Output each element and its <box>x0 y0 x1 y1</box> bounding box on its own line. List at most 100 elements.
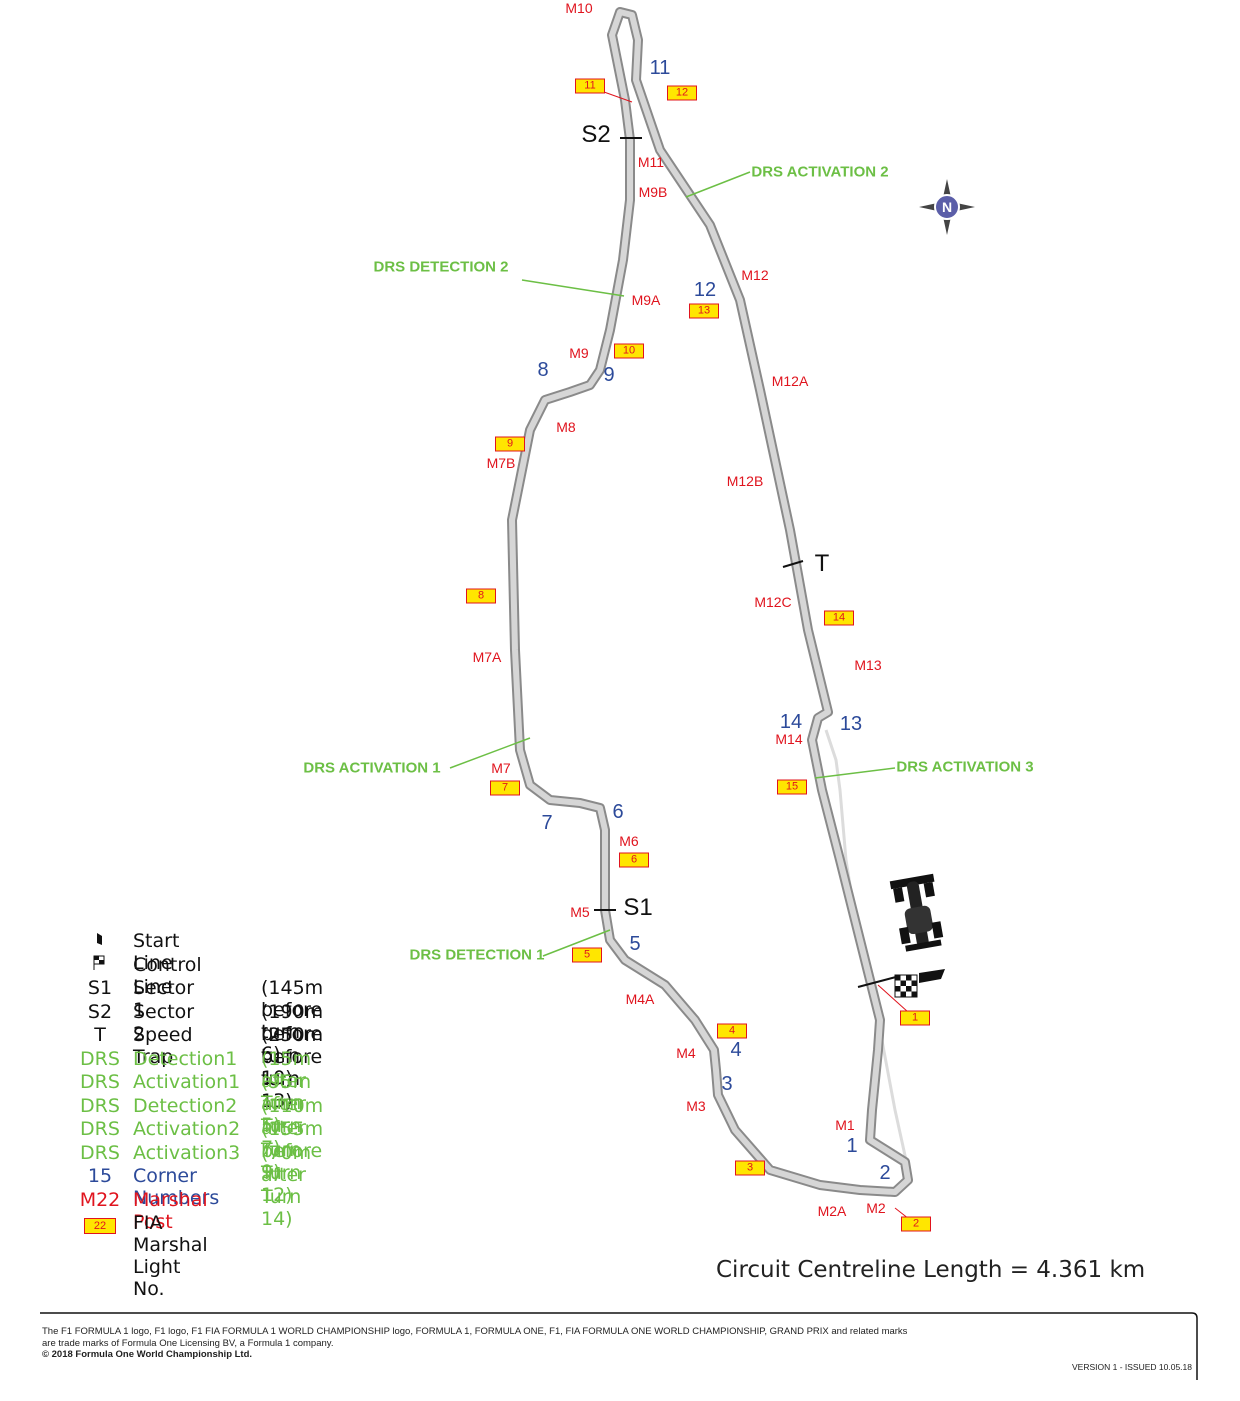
legend-name: Corner Numbers <box>133 1165 220 1209</box>
marshal-light-14: 14 <box>824 610 854 626</box>
marshal-post-m11: M11 <box>637 154 665 170</box>
legend-name: Activation3 <box>133 1141 241 1164</box>
legend-symbol: 15 <box>87 1165 113 1187</box>
drs-label-drs-activation-2: DRS ACTIVATION 2 <box>751 163 889 181</box>
marshal-light-3: 3 <box>735 1160 765 1176</box>
marshal-light-4: 4 <box>717 1023 747 1039</box>
corner-6: 6 <box>612 801 624 823</box>
marshal-post-m13: M13 <box>854 657 882 673</box>
legend-note: (70m after Turn 14) <box>261 1141 312 1230</box>
legend-name: Activation1 <box>133 1071 241 1093</box>
legend-note: (110m after Turn 9) <box>261 1094 324 1183</box>
marshal-post-m12b: M12B <box>726 473 764 489</box>
legend-note: (95m after Turn 7) <box>261 1071 312 1159</box>
marshal-post-m1: M1 <box>835 1117 855 1133</box>
legend-note: (190m before turn 10) <box>261 1000 324 1089</box>
marshal-post-m7b: M7B <box>486 455 516 471</box>
version-label: VERSION 1 - ISSUED 10.05.18 <box>1072 1362 1192 1372</box>
start-line-icon <box>78 930 122 952</box>
corner-5: 5 <box>629 933 641 955</box>
legend-name: Marshal Post <box>133 1188 208 1233</box>
corner-9: 9 <box>603 364 615 386</box>
legend-name: Sector 2 <box>133 1000 195 1045</box>
corner-7: 7 <box>541 812 553 834</box>
marshal-post-m4a: M4A <box>625 991 655 1007</box>
footer-line-2: are trade marks of Formula One Licensing… <box>42 1337 334 1349</box>
marshal-post-m8: M8 <box>556 419 576 435</box>
marshal-post-m7a: M7A <box>472 649 502 665</box>
marshal-post-m14: M14 <box>775 731 803 747</box>
marshal-post-m6: M6 <box>619 833 639 849</box>
legend-name: Start Line <box>133 930 180 974</box>
marshal-light-10: 10 <box>614 343 644 359</box>
drs-activation-2-line <box>685 171 751 198</box>
marshal-light-12: 12 <box>667 85 697 101</box>
marshal-post-m4: M4 <box>676 1045 696 1061</box>
drs-activation-3-line <box>814 767 896 779</box>
drs-label-drs-detection-1: DRS DETECTION 1 <box>409 946 545 964</box>
north-label: N <box>942 199 952 215</box>
marshal-post-m5: M5 <box>570 904 590 920</box>
marshal-light-11: 11 <box>575 78 605 94</box>
marshal-light-6: 6 <box>619 852 649 868</box>
legend-note: (155m before Turn 12) <box>261 1118 324 1206</box>
legend-note: (15m after Turn 5) <box>261 1047 312 1136</box>
marshal-light-8: 8 <box>466 588 496 604</box>
north-compass-icon: N <box>919 179 975 235</box>
track-outline <box>507 7 913 1197</box>
sector-label-s2: S2 <box>581 121 611 148</box>
corner-11: 11 <box>649 57 671 79</box>
corner-8: 8 <box>537 359 549 381</box>
marshal-light-2: 2 <box>901 1216 931 1232</box>
speed-trap-marker <box>782 560 804 568</box>
marshal-light-5: 5 <box>572 947 602 963</box>
chequered-flag-icon <box>894 969 945 998</box>
marshal-post-m10: M10 <box>565 0 593 16</box>
drs-label-drs-activation-1: DRS ACTIVATION 1 <box>303 759 441 777</box>
marshal-post-m12: M12 <box>741 267 769 283</box>
drs-label-drs-activation-3: DRS ACTIVATION 3 <box>896 758 1034 776</box>
footer-line-1: The F1 FORMULA 1 logo, F1 logo, F1 FIA F… <box>42 1326 908 1337</box>
start-line-marker <box>857 976 897 988</box>
legend-note: (145m before turn 6) <box>261 977 324 1065</box>
legend-name: Detection2 <box>133 1094 238 1117</box>
marshal-post-m9a: M9A <box>631 292 661 308</box>
marshal-light-1: 1 <box>900 1010 930 1026</box>
marshal-light-7: 7 <box>490 780 520 796</box>
marshal-post-m2: M2 <box>866 1200 886 1216</box>
drs-detection-1-line <box>542 929 611 957</box>
sector-label-s1: S1 <box>623 894 653 921</box>
legend-symbol: DRS <box>80 1071 120 1093</box>
legend-note: (250m before turn 13) <box>261 1024 324 1112</box>
legend-symbol: T <box>94 1024 106 1046</box>
legend-name: Sector 1 <box>133 977 195 1021</box>
corner-2: 2 <box>879 1162 891 1184</box>
control-line-icon <box>78 954 122 976</box>
legend-symbol: DRS <box>80 1047 120 1070</box>
legend-name: Detection1 <box>133 1047 238 1070</box>
footer-rule <box>40 1312 1198 1380</box>
circuit-length: Circuit Centreline Length = 4.361 km <box>716 1257 1146 1283</box>
legend-symbol: DRS <box>80 1118 120 1140</box>
marshal-post-m12c: M12C <box>754 594 792 610</box>
marshal-post-m9: M9 <box>569 345 589 361</box>
light-1-leader <box>877 984 909 1013</box>
legend-name: Activation2 <box>133 1118 241 1140</box>
light-11-leader <box>603 91 633 103</box>
legend-name: Speed Trap <box>133 1024 193 1068</box>
corner-13: 13 <box>839 713 863 735</box>
track-surface <box>509 9 911 1195</box>
marshal-post-m12a: M12A <box>771 373 809 389</box>
corner-1: 1 <box>846 1135 858 1157</box>
drs-activation-1-line <box>449 737 531 769</box>
marshal-light-13: 13 <box>689 303 719 319</box>
f1-car-icon <box>889 873 944 952</box>
marshal-post-m2a: M2A <box>817 1203 847 1219</box>
footer-line-3: © 2018 Formula One World Championship Lt… <box>42 1349 253 1360</box>
copyright-footer: The F1 FORMULA 1 logo, F1 logo, F1 FIA F… <box>42 1326 982 1361</box>
marshal-light-9: 9 <box>495 436 525 452</box>
corner-14: 14 <box>779 711 803 733</box>
legend-symbol: S2 <box>87 1000 113 1023</box>
marshal-light-15: 15 <box>777 779 807 795</box>
marshal-post-m9b: M9B <box>638 184 668 200</box>
